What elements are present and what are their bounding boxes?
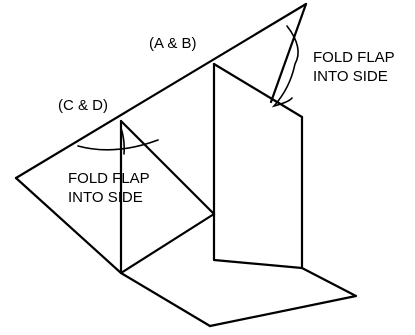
base-right-edge [208,266,358,328]
left-fold-label: FOLD FLAP INTO SIDE [68,170,150,206]
left-fold-arc-stem [120,127,125,155]
left-fold-arc [77,139,159,151]
right-fold-label: FOLD FLAP INTO SIDE [313,49,395,85]
top-diagonal-edge [14,2,308,180]
corner-label-ab: (A & B) [149,35,197,52]
right-panel-top-edge [212,62,304,119]
corner-label-cd: (C & D) [58,97,108,114]
left-flap-lower-edge [119,212,216,275]
base-inner-edge [212,212,304,270]
right-flap-edge [269,2,308,104]
left-flap-upper-edge [119,119,216,216]
right-fold-arc [271,25,299,108]
